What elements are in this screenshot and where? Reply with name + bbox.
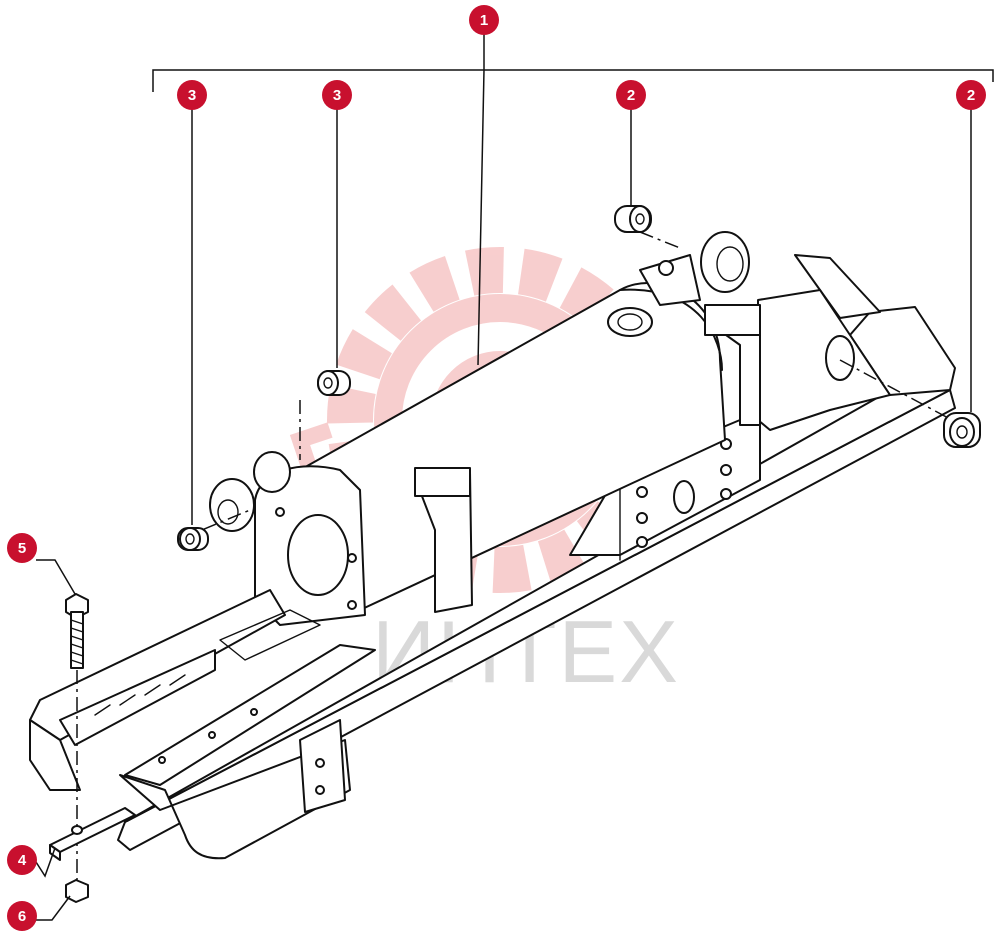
leader-lines	[35, 108, 972, 921]
callout-2b: 2	[956, 80, 986, 110]
assembly-bracket	[152, 33, 994, 366]
svg-text:1: 1	[480, 12, 488, 29]
svg-text:3: 3	[188, 87, 196, 104]
callout-3b: 3	[322, 80, 352, 110]
svg-text:4: 4	[18, 852, 27, 869]
bushing-2a	[614, 205, 652, 233]
bushing-3a	[177, 527, 209, 551]
svg-text:2: 2	[967, 87, 975, 104]
bushing-2b	[943, 412, 981, 448]
axle-housing-cylinder	[254, 231, 761, 626]
bolt-5	[65, 593, 89, 669]
callout-2a: 2	[616, 80, 646, 110]
trunnion-left	[209, 451, 291, 532]
callout-6: 6	[7, 901, 37, 931]
svg-text:6: 6	[18, 908, 26, 925]
fork-assembly	[29, 589, 376, 860]
svg-text:2: 2	[627, 87, 635, 104]
callout-1: 1	[469, 5, 499, 35]
svg-text:3: 3	[333, 87, 341, 104]
callout-5: 5	[7, 533, 37, 563]
bushing-3b	[317, 370, 351, 396]
callout-3a: 3	[177, 80, 207, 110]
plate-4	[49, 807, 136, 861]
nut-6	[65, 879, 89, 903]
callout-4: 4	[7, 845, 37, 875]
svg-text:5: 5	[18, 540, 26, 557]
